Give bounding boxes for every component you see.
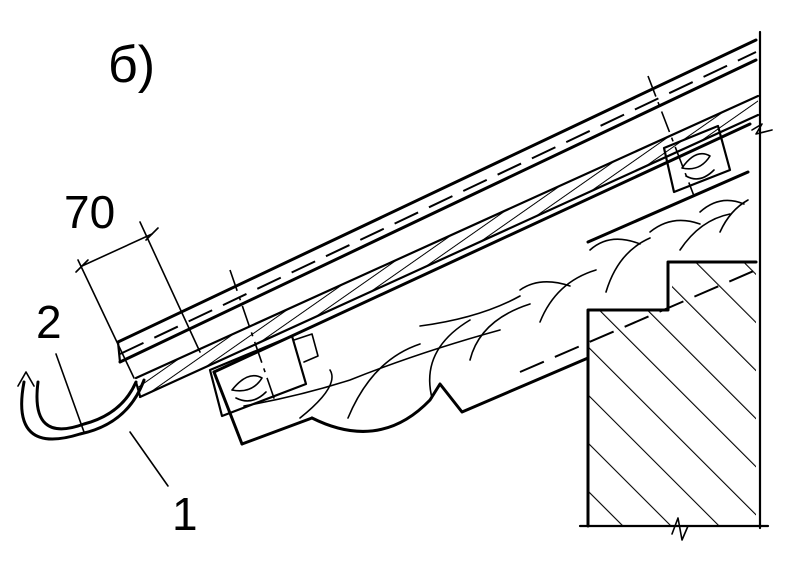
- gutter: [17, 371, 146, 441]
- fastener-block-lower: [208, 269, 319, 418]
- wood-grain: [243, 199, 749, 419]
- panel-label: б): [108, 36, 155, 94]
- wall-break-mark-top: [751, 123, 773, 135]
- callout-label-2: 2: [36, 296, 62, 348]
- masonry-wall: [586, 260, 758, 528]
- callout-2-leader: [55, 353, 85, 433]
- callout-1-leader: [129, 431, 169, 487]
- dimension-label: 70: [64, 186, 115, 238]
- rafter-beam: [212, 122, 757, 446]
- callout-label-1: 1: [172, 488, 198, 540]
- fastener-block-upper: [647, 75, 732, 197]
- roof-deck: [116, 38, 758, 364]
- dimension-70: [75, 221, 201, 379]
